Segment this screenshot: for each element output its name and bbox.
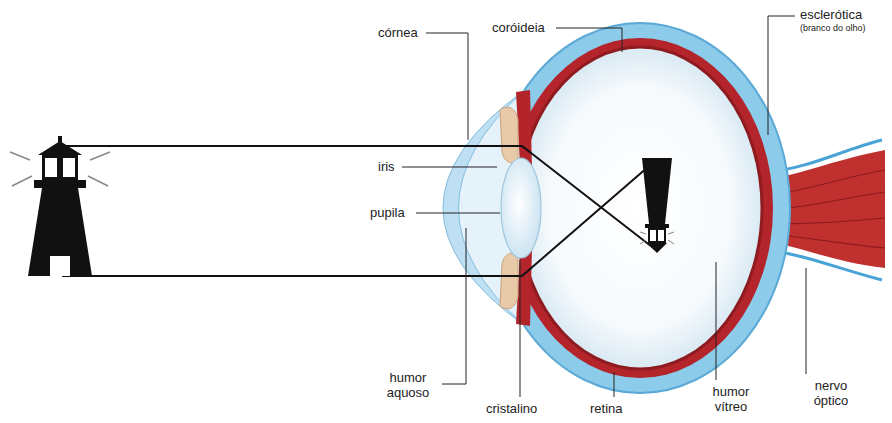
part-label: (branco do olho) — [800, 23, 866, 34]
leader-line — [442, 228, 466, 384]
leader-line — [556, 28, 622, 52]
leader-line — [768, 16, 795, 135]
lighthouse — [34, 180, 86, 188]
retinal-image — [642, 158, 672, 224]
lighthouse — [38, 141, 82, 155]
light-ray — [62, 146, 656, 276]
lighthouse — [10, 152, 110, 186]
part-label: iris — [378, 159, 395, 174]
part-label: humor aquoso — [378, 370, 438, 400]
retinal-image — [647, 243, 667, 253]
lens — [501, 158, 541, 258]
part-label: esclerótica — [800, 7, 862, 22]
iris — [500, 107, 518, 163]
part-label: coróideia — [492, 20, 545, 35]
light-ray — [62, 160, 656, 276]
leader-line — [416, 213, 500, 214]
eyeball — [507, 38, 773, 378]
part-label: pupila — [370, 205, 405, 220]
lighthouse — [10, 136, 110, 276]
part-label: nervo óptico — [800, 378, 862, 408]
leader-line — [520, 260, 521, 397]
part-label: cristalino — [486, 401, 537, 416]
eyeball — [518, 47, 762, 369]
eyeball — [490, 23, 790, 393]
part-label: córnea — [378, 25, 418, 40]
retinal-image — [645, 224, 669, 228]
lighthouse — [42, 155, 78, 180]
lighthouse — [50, 256, 70, 276]
retinal-image — [640, 232, 674, 244]
lighthouse — [45, 158, 57, 177]
leader-line — [402, 16, 806, 397]
lighthouse — [63, 158, 75, 177]
retinal-image — [658, 230, 664, 241]
lighthouse — [58, 136, 62, 142]
leader-line — [716, 262, 717, 380]
leader-line — [614, 372, 615, 397]
leader-line — [806, 268, 807, 374]
lighthouse — [28, 188, 92, 276]
retinal-image — [640, 158, 674, 253]
light-ray — [62, 146, 656, 250]
part-label: humor vítreo — [702, 384, 760, 414]
leader-line — [402, 167, 497, 168]
retinal-image — [648, 228, 666, 243]
iris — [500, 253, 518, 309]
leader-line — [426, 33, 468, 140]
retinal-image — [650, 230, 656, 241]
lens — [501, 158, 541, 258]
eyeball — [490, 23, 790, 393]
part-label: retina — [590, 401, 623, 416]
